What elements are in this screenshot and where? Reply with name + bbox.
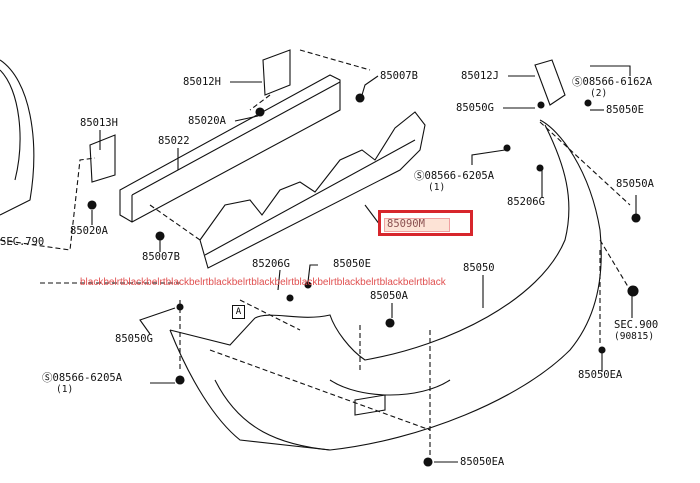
label-85050[interactable]: 85050 xyxy=(463,262,495,274)
label-85007b-low[interactable]: 85007B xyxy=(142,251,180,263)
label-85050a-mid[interactable]: 85050A xyxy=(370,290,408,302)
label-85050g-top[interactable]: 85050G xyxy=(456,102,494,114)
label-85012h[interactable]: 85012H xyxy=(183,76,221,88)
label-08566-6162a[interactable]: Ⓢ08566-6162A(2) xyxy=(572,76,653,100)
wheel-arch-inner xyxy=(0,69,21,181)
label-85050e-mid[interactable]: 85050E xyxy=(333,258,371,270)
fasteners xyxy=(87,93,641,467)
label-85206g-right[interactable]: 85206G xyxy=(507,196,545,208)
label-85090m[interactable]: 85090M xyxy=(387,218,425,230)
quantity: (1) xyxy=(428,182,446,193)
highlight-fill xyxy=(384,218,450,232)
bracket-85013H xyxy=(89,134,116,183)
label-85050ea-bottom[interactable]: 85050EA xyxy=(460,456,505,468)
label-85050g-low[interactable]: 85050G xyxy=(115,333,153,345)
reinforcement-beam-85022 xyxy=(119,74,341,223)
part-number: Ⓢ08566-6205A xyxy=(42,372,123,384)
label-85050a-right[interactable]: 85050A xyxy=(616,178,654,190)
part-number: Ⓢ08566-6162A xyxy=(572,76,653,88)
view-marker-a: A xyxy=(232,305,245,319)
wheel-arch xyxy=(0,59,35,216)
bracket-85012H xyxy=(262,49,291,96)
label-85206g-mid[interactable]: 85206G xyxy=(252,258,290,270)
label-85013h[interactable]: 85013H xyxy=(80,117,118,129)
energy-absorber-85090M xyxy=(199,111,426,269)
section-number: SEC.900 xyxy=(614,319,659,331)
label-85007b-top[interactable]: 85007B xyxy=(380,70,418,82)
label-85050e-top[interactable]: 85050E xyxy=(606,104,644,116)
label-08566-6205a-top[interactable]: Ⓢ08566-6205A(1) xyxy=(414,170,495,194)
section-ref: (90815) xyxy=(614,331,655,342)
label-85050ea-right[interactable]: 85050EA xyxy=(578,369,623,381)
bracket-85012J xyxy=(534,59,566,106)
part-number: Ⓢ08566-6205A xyxy=(414,170,495,182)
label-sec-790[interactable]: SEC.790 xyxy=(0,236,45,248)
watermark-text: blackbelrtblackbelrtblackbelrtblackbelrt… xyxy=(80,277,446,288)
quantity: (2) xyxy=(590,88,608,99)
bumper-fascia-85050 xyxy=(169,119,602,451)
label-08566-6205a-low[interactable]: Ⓢ08566-6205A(1) xyxy=(42,372,123,396)
label-sec-900[interactable]: SEC.900(90815) xyxy=(614,319,659,343)
quantity: (1) xyxy=(56,384,74,395)
label-85020a-left[interactable]: 85020A xyxy=(70,225,108,237)
label-leader-lines xyxy=(91,65,637,463)
label-85012j[interactable]: 85012J xyxy=(461,70,499,82)
assembly-leader-lines xyxy=(0,49,631,460)
label-85020a-top[interactable]: 85020A xyxy=(188,115,226,127)
highlight-box-85090m xyxy=(378,210,473,236)
label-85022[interactable]: 85022 xyxy=(158,135,190,147)
